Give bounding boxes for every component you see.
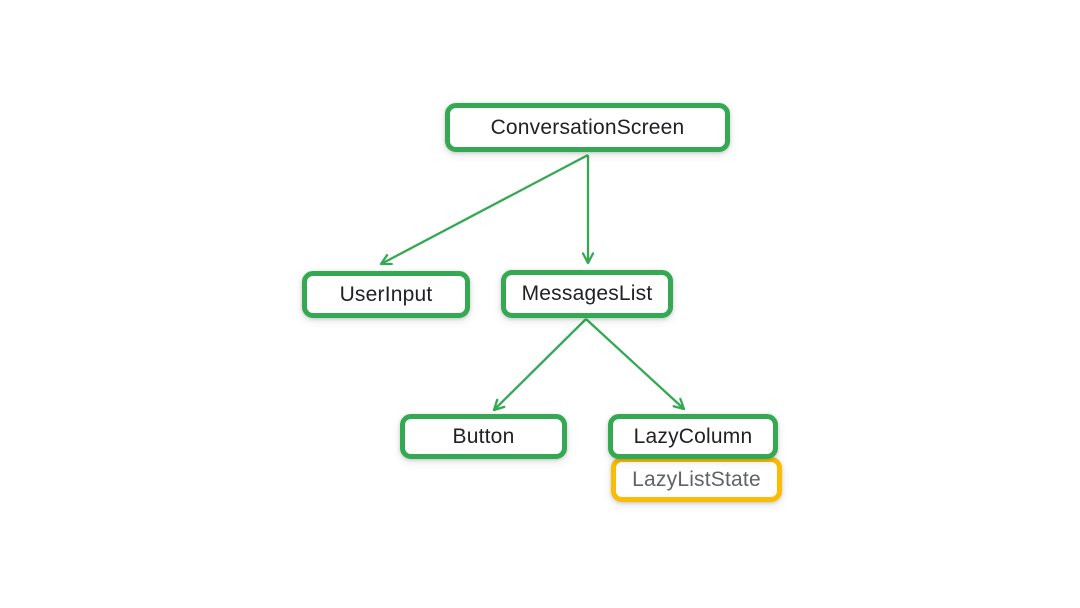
node-conversation-screen: ConversationScreen	[445, 103, 730, 152]
node-conversation-screen-label: ConversationScreen	[490, 115, 685, 139]
node-messages-list-label: MessagesList	[521, 282, 653, 305]
edge-messageslist-to-lazycolumn	[585, 318, 686, 411]
edge-conversationscreen-to-userinput	[379, 153, 589, 266]
node-lazy-column-label: LazyColumn	[633, 424, 753, 448]
node-lazy-column: LazyColumn	[608, 414, 778, 459]
node-user-input-label: UserInput	[339, 282, 433, 306]
node-user-input: UserInput	[302, 271, 470, 318]
edge-messageslist-to-button	[492, 318, 587, 412]
node-button: Button	[400, 414, 567, 459]
node-button-label: Button	[452, 424, 515, 448]
node-messages-list: MessagesList	[501, 270, 673, 318]
node-lazy-list-state-label: LazyListState	[632, 467, 761, 491]
node-lazy-list-state: LazyListState	[611, 457, 782, 502]
